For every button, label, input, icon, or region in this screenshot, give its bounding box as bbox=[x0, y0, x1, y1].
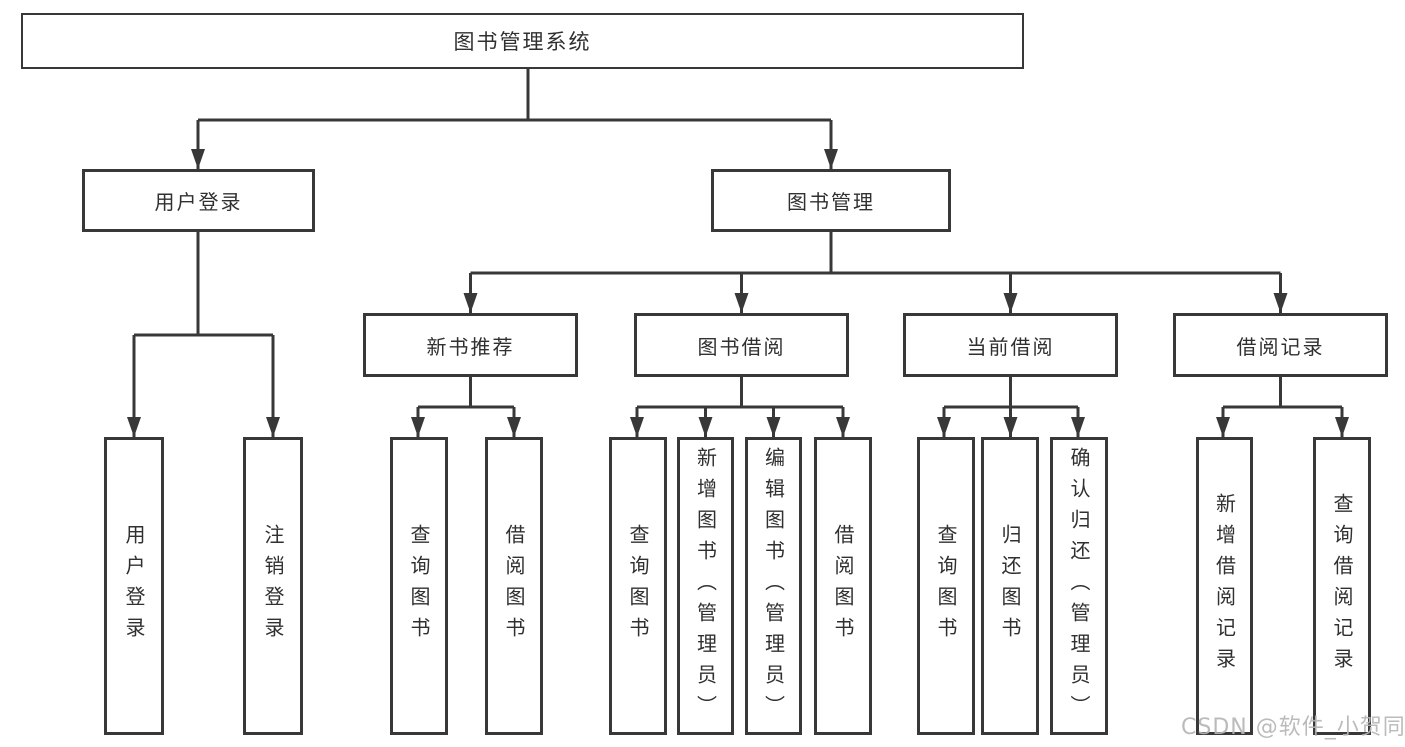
leaf-edit-books-admin: 编辑图书（管理员） bbox=[745, 437, 802, 735]
leaf-add-borrow-record: 新增借阅记录 bbox=[1196, 437, 1253, 735]
node-label: 查询借阅记录 bbox=[1330, 493, 1354, 679]
node-label: 新增借阅记录 bbox=[1212, 493, 1237, 679]
node-book-management: 图书管理 bbox=[711, 169, 951, 232]
leaf-logout: 注销登录 bbox=[243, 437, 303, 735]
node-label: 借阅图书 bbox=[831, 524, 855, 648]
node-label: 借阅图书 bbox=[502, 524, 526, 648]
leaf-return-books: 归还图书 bbox=[981, 437, 1039, 735]
node-label: 用户登录 bbox=[154, 190, 243, 214]
node-label: 查询图书 bbox=[407, 524, 431, 648]
leaf-add-books-admin: 新增图书（管理员） bbox=[677, 437, 734, 735]
leaf-confirm-return-admin: 确认归还（管理员） bbox=[1050, 437, 1108, 735]
leaf-query-books-borrowing: 查询图书 bbox=[609, 437, 667, 735]
node-label: 借阅记录 bbox=[1236, 334, 1325, 359]
csdn-watermark: CSDN @软件_小贺同学 bbox=[1181, 715, 1405, 740]
node-book-borrowing: 图书借阅 bbox=[634, 313, 849, 377]
node-label: 确认归还（管理员） bbox=[1067, 446, 1091, 726]
node-label: 归还图书 bbox=[998, 524, 1022, 648]
leaf-query-borrow-record: 查询借阅记录 bbox=[1313, 437, 1371, 735]
node-label: 查询图书 bbox=[934, 524, 958, 648]
leaf-borrow-books-borrowing: 借阅图书 bbox=[814, 437, 872, 735]
connector-trunks bbox=[134, 69, 1342, 409]
node-label: 图书借阅 bbox=[697, 334, 786, 359]
node-label: 图书管理 bbox=[787, 190, 875, 214]
node-user-login: 用户登录 bbox=[82, 169, 315, 232]
node-label: 新增图书（管理员） bbox=[693, 446, 718, 726]
leaf-user-login: 用户登录 bbox=[104, 437, 164, 735]
node-label: 新书推荐 bbox=[426, 334, 515, 359]
node-library-management-system: 图书管理系统 bbox=[21, 13, 1024, 69]
node-current-borrowing: 当前借阅 bbox=[903, 313, 1118, 377]
node-new-book-recommend: 新书推荐 bbox=[363, 313, 578, 377]
node-label: 查询图书 bbox=[626, 524, 650, 648]
leaf-query-books-recommend: 查询图书 bbox=[390, 437, 448, 735]
node-borrowing-records: 借阅记录 bbox=[1173, 313, 1388, 377]
node-label: 注销登录 bbox=[261, 524, 285, 648]
node-label: 用户登录 bbox=[122, 524, 146, 648]
leaf-borrow-books-recommend: 借阅图书 bbox=[485, 437, 543, 735]
node-label: 图书管理系统 bbox=[453, 30, 592, 54]
node-label: 编辑图书（管理员） bbox=[761, 446, 786, 726]
node-label: 当前借阅 bbox=[966, 334, 1055, 359]
leaf-query-books-current: 查询图书 bbox=[917, 437, 975, 735]
